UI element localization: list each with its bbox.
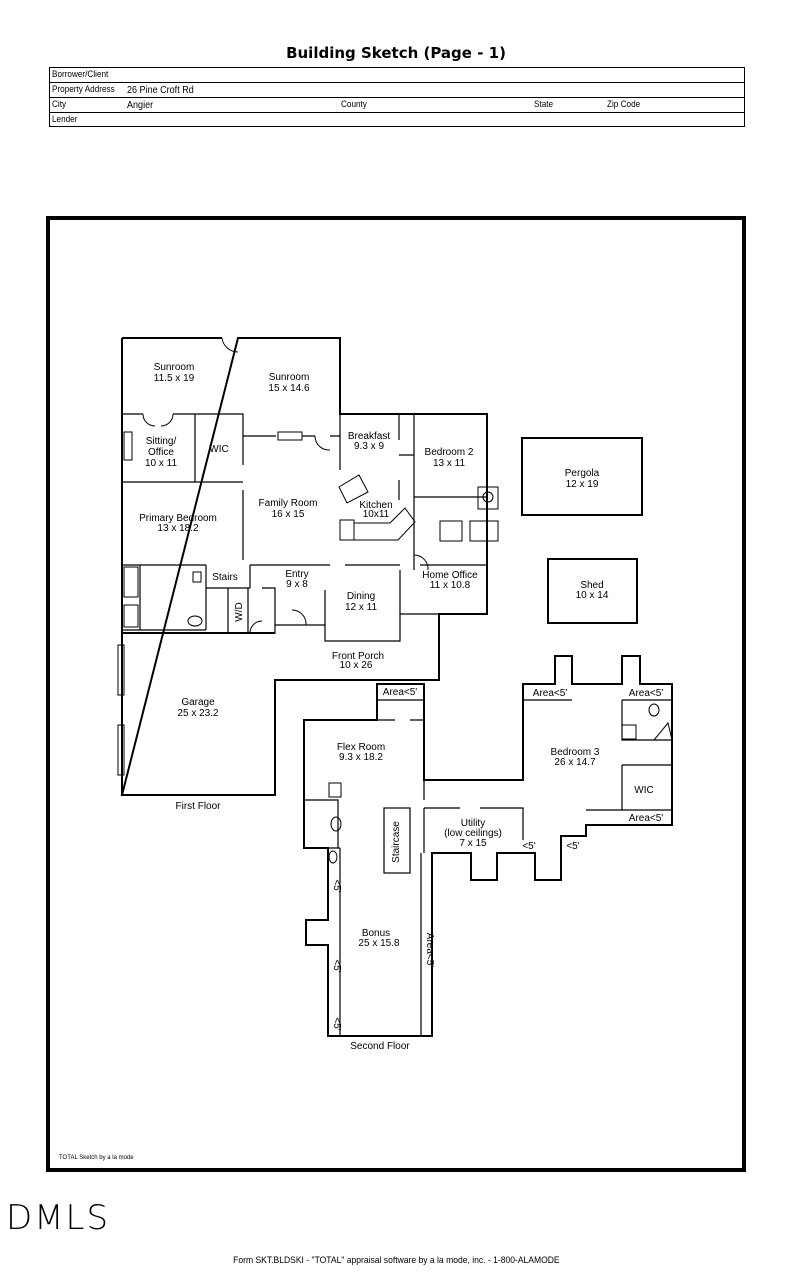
outbuilding-labels: Pergola 12 x 19 Shed 10 x 14 <box>565 468 609 601</box>
room-label: <5' <box>331 1017 342 1030</box>
sketch-frame <box>46 216 746 1172</box>
room-label: Utility <box>461 818 485 829</box>
first-floor-labels: Sunroom 11.5 x 19 Sunroom 15 x 14.6 Sitt… <box>139 362 478 812</box>
room-label: Stairs <box>212 572 238 583</box>
state-label: State <box>534 99 554 110</box>
room-dims: 10 x 14 <box>576 590 609 601</box>
room-label: Bedroom 2 <box>425 447 474 458</box>
outbuildings <box>521 437 643 624</box>
staircase-shape <box>383 807 411 874</box>
room-dims: 12 x 19 <box>566 479 599 490</box>
first-floor-walls <box>117 337 499 796</box>
room-dims: 25 x 15.8 <box>358 938 400 949</box>
zip-label: Zip Code <box>607 99 641 110</box>
room-dims: 13 x 11 <box>433 458 465 469</box>
room-label: Pergola <box>565 468 600 479</box>
room-label: Front Porch <box>332 651 384 662</box>
room-label: Entry <box>285 569 308 580</box>
pergola-shape <box>521 437 643 516</box>
room-label: Staircase <box>391 821 402 863</box>
county-label: County <box>341 99 367 110</box>
room-dims: 16 x 15 <box>272 509 305 520</box>
room-label: Breakfast <box>348 431 390 442</box>
second-floor-labels: Area<5' Flex Room 9.3 x 18.2 Bedroom 3 2… <box>331 687 663 1052</box>
room-label: Bedroom 3 <box>551 747 600 758</box>
room-dims: 9.3 x 18.2 <box>339 752 383 763</box>
room-label: Sunroom <box>154 362 195 373</box>
room-dims: 10x11 <box>363 509 390 520</box>
second-floor-walls <box>303 655 673 1037</box>
room-label: <5' <box>522 841 535 852</box>
room-dims: 26 x 14.7 <box>554 757 596 768</box>
city-label: City <box>52 99 67 110</box>
room-dims: 15 x 14.6 <box>268 383 310 394</box>
room-dims: 11 x 10.8 <box>430 580 471 591</box>
room-label: Bonus <box>362 928 390 939</box>
address-value: 26 Pine Croft Rd <box>127 84 194 96</box>
property-header-table: Borrower/Client Property Address 26 Pine… <box>49 67 745 127</box>
room-label: Sunroom <box>269 372 310 383</box>
room-dims: 12 x 11 <box>345 602 377 613</box>
floor-caption: Second Floor <box>350 1041 410 1052</box>
room-dims: 10 x 11 <box>145 458 177 469</box>
room-label: Area<5' <box>383 687 418 698</box>
room-label: Flex Room <box>337 742 385 753</box>
borrower-label: Borrower/Client <box>52 69 109 80</box>
room-dims: 9.3 x 9 <box>354 441 384 452</box>
room-label: WIC <box>634 785 653 796</box>
room-label: Area<5' <box>629 688 664 699</box>
address-label: Property Address <box>52 84 115 95</box>
sketch-credit: TOTAL Sketch by a la mode <box>59 1155 134 1161</box>
room-label: Area<5' <box>629 813 664 824</box>
room-label: Dining <box>347 591 375 602</box>
shed-shape <box>547 558 638 624</box>
logo-text: DMLS <box>6 1198 111 1238</box>
city-value: Angier <box>127 99 154 111</box>
room-label: Kitchen <box>359 500 392 511</box>
room-dims: 25 x 23.2 <box>177 708 219 719</box>
room-label: Garage <box>181 697 215 708</box>
room-label: <5' <box>331 959 342 972</box>
room-label: Family Room <box>259 498 318 509</box>
room-label: Shed <box>580 580 603 591</box>
room-label: (low ceilings) <box>444 828 502 839</box>
borrower-row: Borrower/Client <box>50 68 744 83</box>
lender-row: Lender <box>50 113 744 128</box>
room-label: <5' <box>566 841 579 852</box>
page-title: Building Sketch (Page - 1) <box>286 44 506 62</box>
room-label: Area<5' <box>424 933 435 968</box>
footer-text: Form SKT.BLDSKI - "TOTAL" appraisal soft… <box>232 1255 560 1266</box>
form-footer: Form SKT.BLDSKI - "TOTAL" appraisal soft… <box>0 1255 792 1266</box>
city-row: City Angier County State Zip Code <box>50 98 744 113</box>
room-label: Area<5' <box>533 688 568 699</box>
room-label: Primary Bedroom <box>139 513 217 524</box>
room-label: <5' <box>331 879 342 892</box>
room-dims: 10 x 26 <box>340 660 373 671</box>
room-dims: 13 x 18.2 <box>157 523 199 534</box>
room-label: W/D <box>234 602 245 621</box>
lender-label: Lender <box>52 114 78 125</box>
room-label: WIC <box>209 444 228 455</box>
floor-caption: First Floor <box>176 801 222 812</box>
room-label: Home Office <box>422 570 478 581</box>
address-row: Property Address 26 Pine Croft Rd <box>50 83 744 98</box>
room-label: Office <box>148 447 174 458</box>
dmls-logo: DMLS <box>6 1198 110 1238</box>
room-dims: 11.5 x 19 <box>154 373 195 384</box>
room-label: Sitting/ <box>146 436 177 447</box>
room-dims: 7 x 15 <box>459 838 487 849</box>
room-dims: 9 x 8 <box>286 579 308 590</box>
